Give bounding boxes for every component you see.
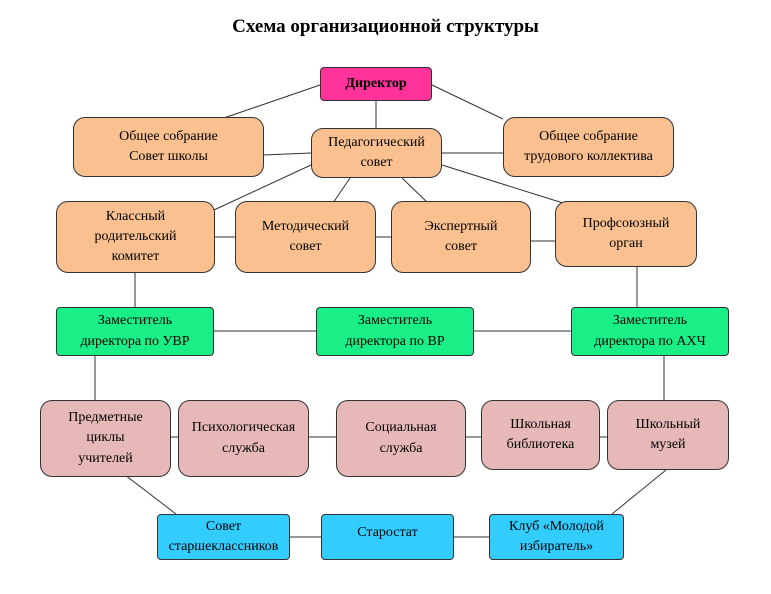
line-subjects-senior — [124, 474, 177, 515]
node-voter-club: Клуб «Молодой избиратель» — [489, 514, 624, 560]
line-ped-union — [441, 164, 564, 204]
node-museum: Школьный музей — [607, 400, 729, 470]
node-general-meeting-council: Общее собрание Совет школы — [73, 117, 264, 177]
node-parent-committee: Классный родительский комитет — [56, 201, 215, 273]
node-trade-union: Профсоюзный орган — [555, 201, 697, 267]
node-senior-council: Совет старшеклассников — [157, 514, 290, 560]
node-starostat: Старостат — [321, 514, 454, 560]
node-deputy-uvr: Заместитель директора по УВР — [56, 307, 214, 356]
line-ped-parent — [213, 164, 312, 211]
node-expert-council: Экспертный совет — [391, 201, 531, 273]
diagram-title: Схема организационной структуры — [232, 16, 539, 37]
line-director-labor — [431, 84, 504, 120]
node-deputy-vr: Заместитель директора по ВР — [316, 307, 474, 356]
node-director: Директор — [320, 67, 432, 101]
line-museum-club — [611, 469, 667, 515]
node-general-meeting-labor: Общее собрание трудового коллектива — [503, 117, 674, 177]
node-library: Школьная библиотека — [481, 400, 600, 470]
node-social-service: Социальная служба — [336, 400, 466, 477]
node-deputy-ahch: Заместитель директора по АХЧ — [571, 307, 729, 356]
line-director-council — [220, 84, 321, 120]
line-ped-expert — [401, 177, 429, 204]
node-subject-cycles: Предметные циклы учителей — [40, 400, 171, 477]
node-psych-service: Психологическая служба — [178, 400, 309, 477]
node-ped-council: Педагогический совет — [311, 128, 442, 178]
line-ped-council — [262, 152, 312, 156]
node-method-council: Методический совет — [235, 201, 376, 273]
line-ped-method — [332, 177, 351, 204]
